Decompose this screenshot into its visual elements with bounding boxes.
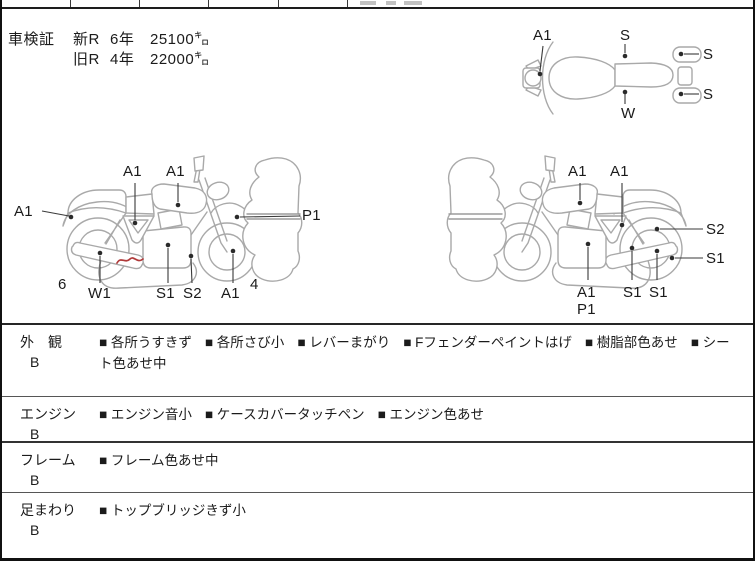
defect-item: ■ エンジン音小	[99, 406, 192, 422]
cut-off-text-remnant	[386, 1, 396, 5]
defect-notes: ■ フレーム色あせ中	[99, 443, 753, 492]
top-view-label-s-top: S	[620, 27, 631, 44]
defect-notes: ■ 各所うすきず ■ 各所さび小 ■ レバーまがり ■ Fフェンダーペイントはげ ■ 樹…	[99, 325, 753, 396]
defect-item: ■ フレーム色あせ中	[99, 452, 219, 468]
cell-divider	[139, 0, 141, 7]
right-view-label-s1-b: S1	[649, 284, 668, 301]
marker-dots	[68, 51, 684, 261]
grade-badge: B	[30, 521, 40, 538]
left-view-number-4: 4	[250, 276, 259, 293]
category-cell: 足まわり B	[2, 493, 99, 558]
category-cell: フレーム B	[2, 443, 99, 492]
top-view-label-a1: A1	[533, 27, 552, 44]
left-view-number-6: 6	[58, 276, 67, 293]
right-view-label-a1-cover: A1	[610, 163, 629, 180]
motorcycle-right-side-drawing	[446, 155, 687, 289]
defect-item: ■ 各所うすきず	[99, 335, 192, 350]
right-view-label-p1-engine: P1	[577, 301, 596, 318]
cut-off-text-remnant	[360, 1, 376, 5]
grade-badge: B	[30, 354, 40, 370]
category-cell: エンジン B	[2, 397, 99, 442]
defect-notes: ■ トップブリッジきず小	[99, 493, 753, 558]
category-label: フレーム	[20, 451, 76, 468]
defect-item: ■ Fフェンダーペイントはげ	[403, 335, 572, 350]
cropped-table-row	[2, 0, 753, 9]
cert-old-mileage: 22000㌔	[150, 51, 210, 68]
defect-item: ■ トップブリッジきず小	[99, 502, 246, 518]
cell-divider	[347, 0, 349, 7]
top-view-label-s-right1: S	[703, 46, 714, 63]
motorcycle-top-view-drawing	[522, 41, 702, 115]
defect-item: ■ 樹脂部色あせ	[584, 335, 678, 350]
left-view-label-p1: P1	[302, 207, 321, 224]
cert-title: 車検証	[8, 31, 55, 48]
defect-item: ■ 各所さび小	[204, 335, 285, 350]
cut-off-text-remnant	[404, 1, 422, 5]
defect-notes: ■ エンジン音小 ■ ケースカバータッチペン ■ エンジン色あせ	[99, 397, 753, 441]
cert-new-year: 6年	[110, 31, 135, 48]
left-view-label-w1: W1	[88, 285, 112, 302]
left-view-label-a1-seat: A1	[123, 163, 142, 180]
grade-badge: B	[30, 425, 40, 442]
category-label: 足まわり	[20, 501, 76, 518]
top-view-label-w: W	[621, 105, 636, 122]
right-view-label-s1-a: S1	[623, 284, 642, 301]
condition-row-undercarriage: 足まわり B ■ トップブリッジきず小	[2, 493, 753, 558]
defect-item: ■ シート色あせ中	[99, 335, 730, 371]
grade-badge: B	[30, 471, 40, 488]
right-view-label-a1-engine: A1	[577, 284, 596, 301]
cert-old-era: 旧R	[73, 51, 100, 68]
condition-row-frame: フレーム B ■ フレーム色あせ中	[2, 443, 753, 493]
left-view-label-s2: S2	[183, 285, 202, 302]
right-view-label-a1-tank: A1	[568, 163, 587, 180]
left-view-label-a1-wheel: A1	[221, 285, 240, 302]
left-view-label-a1-tank: A1	[166, 163, 185, 180]
defect-mark-red	[116, 257, 144, 264]
cell-divider	[278, 0, 280, 7]
cert-new-mileage: 25100㌔	[150, 31, 210, 48]
category-cell: 外 観 B	[2, 325, 99, 396]
condition-row-engine: エンジン B ■ エンジン音小 ■ ケースカバータッチペン ■ エンジン色あせ	[2, 397, 753, 443]
category-label: エンジン	[20, 405, 76, 422]
cert-old-year: 4年	[110, 51, 135, 68]
cert-new-era: 新R	[73, 31, 100, 48]
left-view-label-a1-rear: A1	[14, 203, 33, 220]
defect-item: ■ レバーまがり	[297, 335, 391, 350]
cell-divider	[208, 0, 210, 7]
left-view-label-s1: S1	[156, 285, 175, 302]
right-view-label-s2: S2	[706, 221, 725, 238]
marker-leader-lines	[41, 44, 703, 284]
defect-item: ■ ケースカバータッチペン	[204, 406, 365, 422]
top-view-label-s-right2: S	[703, 86, 714, 103]
right-view-label-s1-wheel: S1	[706, 250, 725, 267]
cell-divider	[70, 0, 72, 7]
condition-table: 外 観 B ■ 各所うすきず ■ 各所さび小 ■ レバーまがり ■ Fフェンダーペイン…	[2, 323, 753, 558]
defect-item: ■ エンジン色あせ	[377, 406, 485, 422]
category-label: 外 観	[20, 334, 62, 350]
condition-row-exterior: 外 観 B ■ 各所うすきず ■ 各所さび小 ■ レバーまがり ■ Fフェンダーペイン…	[2, 325, 753, 397]
